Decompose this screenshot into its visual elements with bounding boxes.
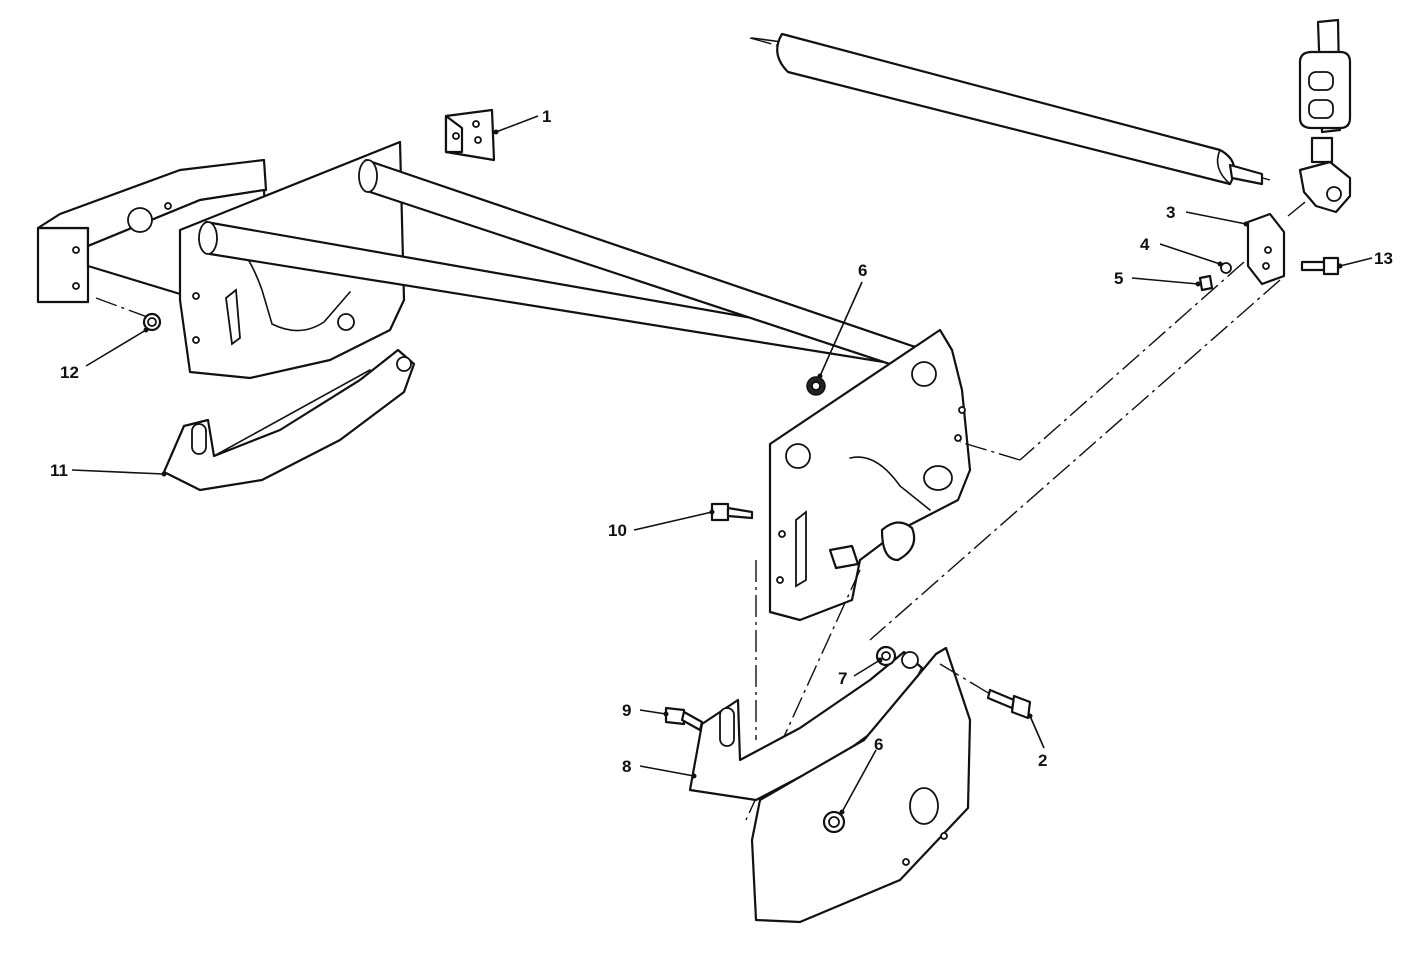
screw-5 [1198, 274, 1214, 292]
callout-7: 7 [838, 669, 847, 688]
callout-leaders [71, 115, 1373, 815]
callout-9: 9 [622, 701, 631, 720]
nut-6-lower [822, 810, 846, 834]
callout-12: 12 [60, 363, 79, 382]
assembly-lines [869, 261, 1281, 695]
callout-10: 10 [608, 521, 627, 540]
callout-8: 8 [622, 757, 631, 776]
bracket-part-3 [1246, 197, 1311, 286]
adjuster-rod [1298, 18, 1352, 214]
callout-11: 11 [50, 461, 68, 480]
callout-2: 2 [1038, 751, 1047, 770]
right-arm [688, 646, 972, 924]
bolt-10 [710, 502, 754, 522]
callout-4: 4 [1140, 235, 1150, 254]
callout-6-upper: 6 [858, 261, 867, 280]
callout-1: 1 [542, 107, 551, 126]
nut-6-upper [806, 376, 826, 396]
bolt-2 [986, 688, 1032, 720]
left-arm [162, 348, 416, 492]
bolt-13 [1300, 256, 1340, 276]
callout-5: 5 [1114, 269, 1123, 288]
main-frame [178, 140, 972, 821]
washer-4 [1220, 262, 1232, 274]
roller [749, 32, 1271, 186]
callout-13: 13 [1374, 249, 1393, 268]
nut-12 [142, 312, 162, 332]
callout-6-lower: 6 [874, 735, 883, 754]
bolt-9 [664, 706, 704, 732]
callout-labels: 1 2 3 4 5 6 6 7 8 9 10 11 12 13 [50, 107, 1393, 776]
bracket-part-1 [444, 108, 496, 162]
callout-3: 3 [1166, 203, 1175, 222]
